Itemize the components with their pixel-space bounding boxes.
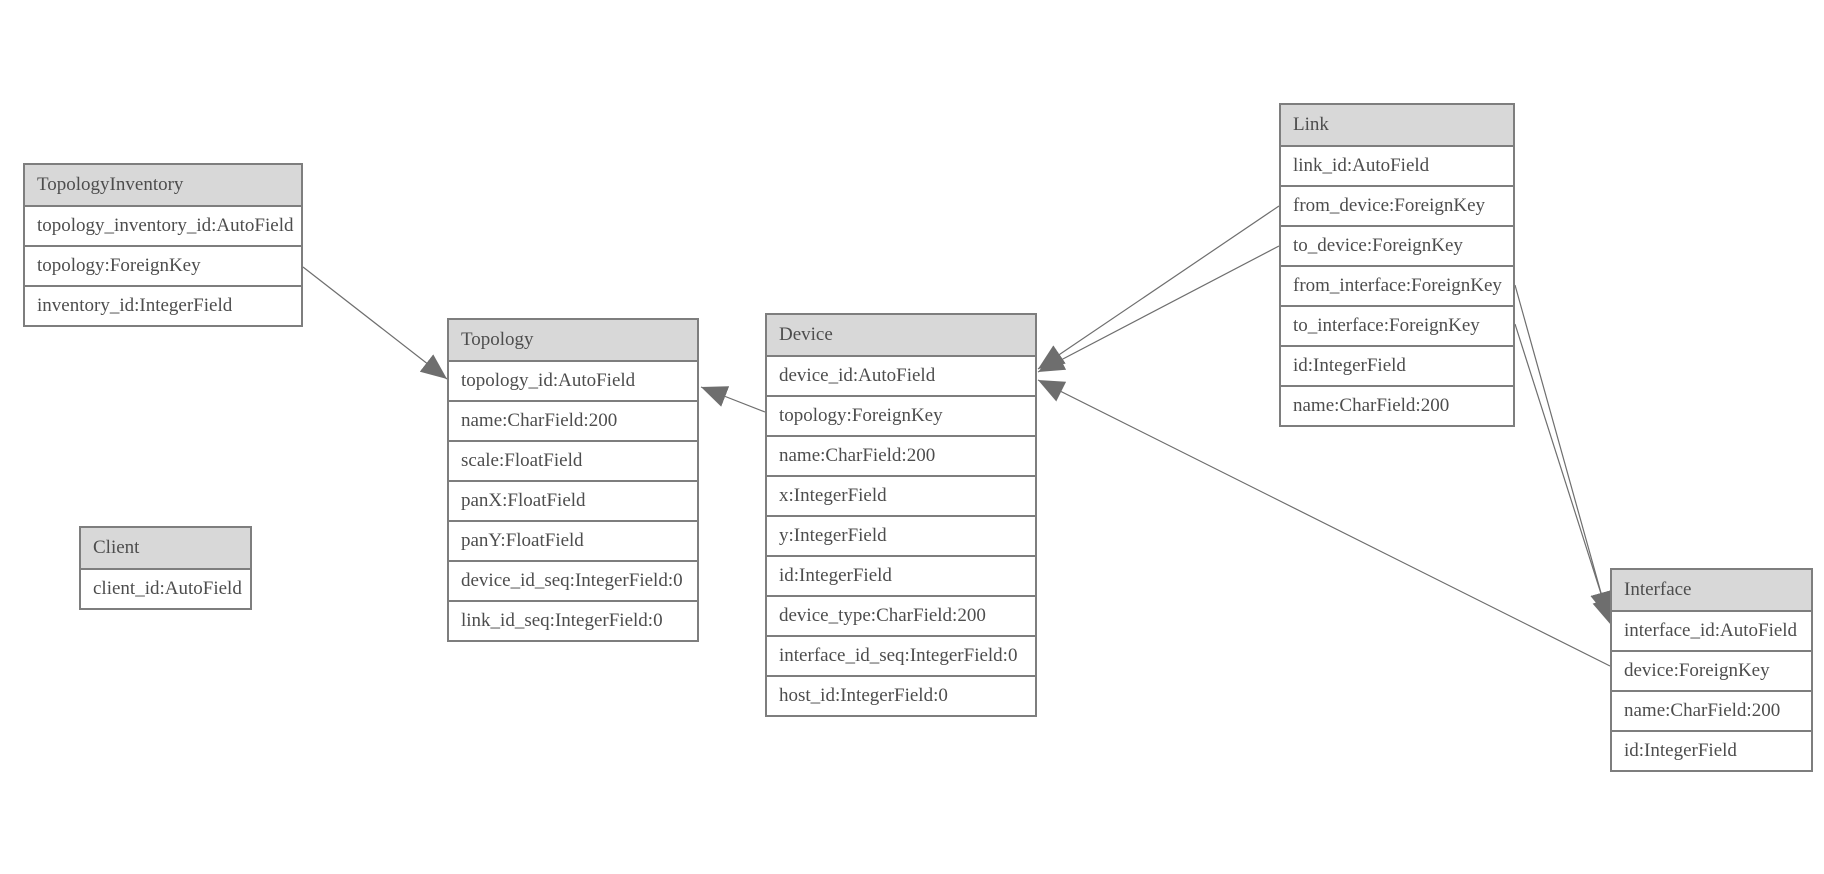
field-row-topology_inventory_id: topology_inventory_id:AutoField	[25, 205, 301, 245]
entity-header-topology: Topology	[449, 320, 697, 360]
field-row-name: name:CharField:200	[1281, 385, 1513, 425]
field-row-client_id: client_id:AutoField	[81, 568, 250, 608]
field-row-from_interface: from_interface:ForeignKey	[1281, 265, 1513, 305]
field-row-device_id: device_id:AutoField	[767, 355, 1035, 395]
field-row-y: y:IntegerField	[767, 515, 1035, 555]
field-row-panY: panY:FloatField	[449, 520, 697, 560]
field-row-id: id:IntegerField	[1612, 730, 1811, 770]
relationship-line-Link.to_device-to-Device.device_id	[1037, 245, 1280, 373]
field-row-to_interface: to_interface:ForeignKey	[1281, 305, 1513, 345]
field-row-scale: scale:FloatField	[449, 440, 697, 480]
field-row-device_id_seq: device_id_seq:IntegerField:0	[449, 560, 697, 600]
field-row-name: name:CharField:200	[449, 400, 697, 440]
relationship-line-Link.from_interface-to-Interface.interface_id	[1514, 284, 1612, 619]
entity-table-client: Client client_id:AutoField	[79, 526, 252, 610]
entity-header-client: Client	[81, 528, 250, 568]
field-row-link_id: link_id:AutoField	[1281, 145, 1513, 185]
field-row-topology: topology:ForeignKey	[25, 245, 301, 285]
field-row-from_device: from_device:ForeignKey	[1281, 185, 1513, 225]
entity-header-link: Link	[1281, 105, 1513, 145]
field-row-id: id:IntegerField	[767, 555, 1035, 595]
field-row-topology_id: topology_id:AutoField	[449, 360, 697, 400]
field-row-inventory_id: inventory_id:IntegerField	[25, 285, 301, 325]
entity-table-topologyinventory: TopologyInventory topology_inventory_id:…	[23, 163, 303, 327]
relationship-line-TopologyInventory.topology-to-Topology.topology_id	[302, 266, 448, 380]
entity-header-topologyinventory: TopologyInventory	[25, 165, 301, 205]
field-row-panX: panX:FloatField	[449, 480, 697, 520]
field-row-name: name:CharField:200	[1612, 690, 1811, 730]
relationship-line-Link.from_device-to-Device.device_id	[1037, 205, 1280, 370]
field-row-link_id_seq: link_id_seq:IntegerField:0	[449, 600, 697, 640]
entity-header-interface: Interface	[1612, 570, 1811, 610]
entity-header-device: Device	[767, 315, 1035, 355]
field-row-device_type: device_type:CharField:200	[767, 595, 1035, 635]
relationship-line-Link.to_interface-to-Interface.interface_id	[1514, 323, 1614, 626]
field-row-to_device: to_device:ForeignKey	[1281, 225, 1513, 265]
field-row-host_id: host_id:IntegerField:0	[767, 675, 1035, 715]
field-row-name: name:CharField:200	[767, 435, 1035, 475]
field-row-topology: topology:ForeignKey	[767, 395, 1035, 435]
relationship-line-Device.topology-to-Topology.topology_id	[700, 386, 766, 413]
field-row-interface_id_seq: interface_id_seq:IntegerField:0	[767, 635, 1035, 675]
field-row-device: device:ForeignKey	[1612, 650, 1811, 690]
field-row-id: id:IntegerField	[1281, 345, 1513, 385]
field-row-x: x:IntegerField	[767, 475, 1035, 515]
field-row-interface_id: interface_id:AutoField	[1612, 610, 1811, 650]
